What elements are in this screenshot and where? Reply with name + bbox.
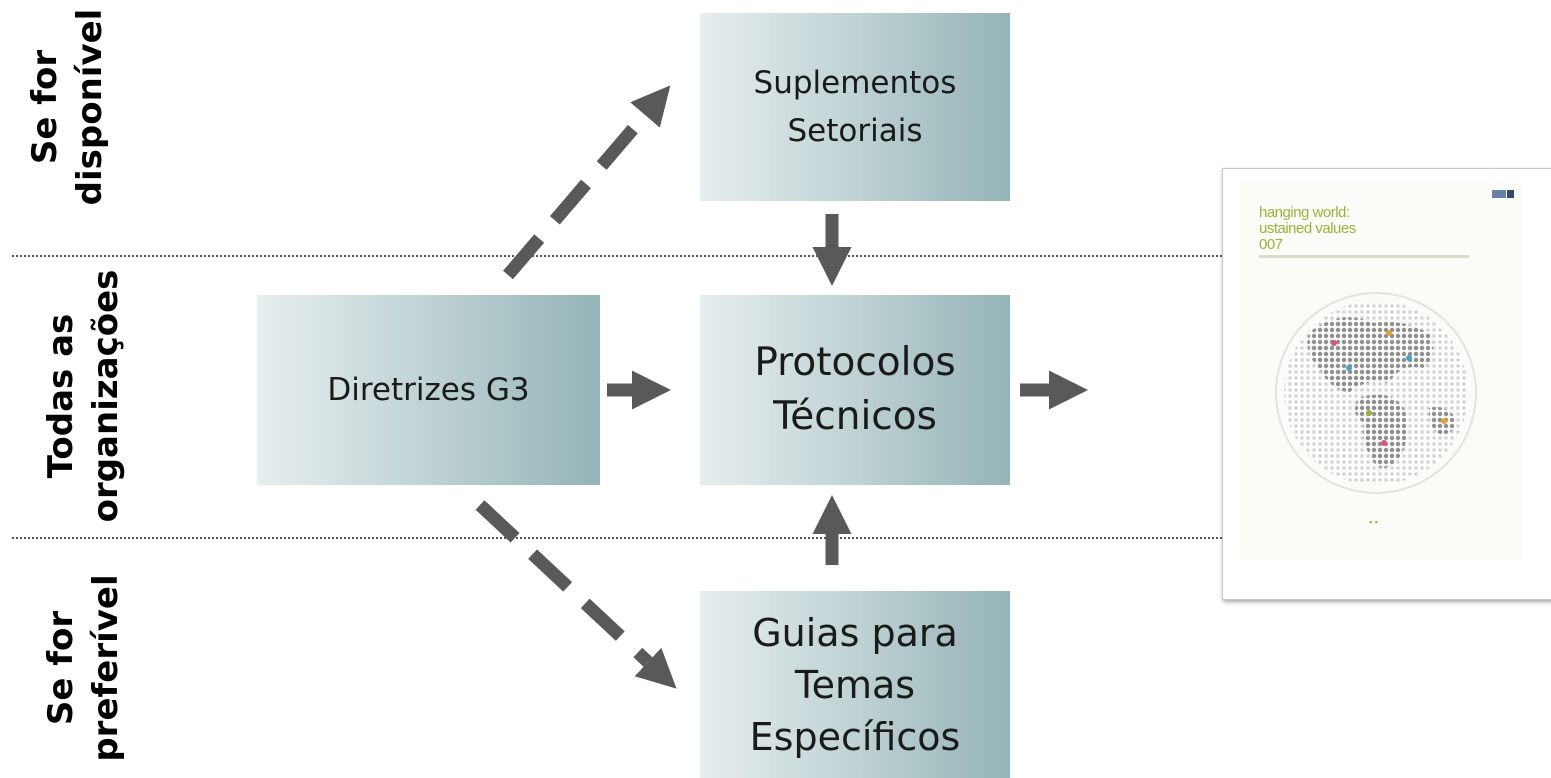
box-protocolos-line-2: Técnicos xyxy=(773,394,937,439)
box-guias-line-1: Guias para xyxy=(752,610,958,655)
globe-graphic: ▪ ▪ xyxy=(1275,292,1477,527)
divider-top xyxy=(12,255,1222,257)
report-logo xyxy=(1490,185,1516,198)
report-subtitle-line xyxy=(1259,255,1469,258)
box-diretrizes-g3: Diretrizes G3 xyxy=(257,295,600,485)
report-title: hanging world: ustained values 007 xyxy=(1259,205,1356,253)
box-suplementos-setoriais: Suplementos Setoriais xyxy=(700,13,1010,201)
report-title-line-3: 007 xyxy=(1259,236,1283,253)
box-guias-line-3: Específicos xyxy=(749,714,961,759)
svg-text:▪ ▪: ▪ ▪ xyxy=(1369,517,1378,527)
arrow-diretrizes-to-guias xyxy=(475,500,677,689)
box-suplementos-line-1: Suplementos xyxy=(753,65,957,101)
box-protocolos-tecnicos: Protocolos Técnicos xyxy=(700,295,1010,485)
report-cover-image: hanging world: ustained values 007 xyxy=(1222,168,1551,600)
box-diretrizes-line-1: Diretrizes G3 xyxy=(327,372,530,408)
report-cover-page: hanging world: ustained values 007 xyxy=(1239,183,1522,559)
divider-bottom xyxy=(12,537,1222,539)
report-title-line-1: hanging world: xyxy=(1259,204,1350,221)
box-guias-temas-especificos: Guias para Temas Específicos xyxy=(700,591,1010,778)
report-title-line-2: ustained values xyxy=(1259,220,1356,237)
box-guias-line-2: Temas xyxy=(794,662,916,707)
arrow-diretrizes-to-suplementos xyxy=(503,85,671,280)
box-protocolos-line-1: Protocolos xyxy=(754,340,956,385)
box-suplementos-line-2: Setoriais xyxy=(787,113,923,149)
